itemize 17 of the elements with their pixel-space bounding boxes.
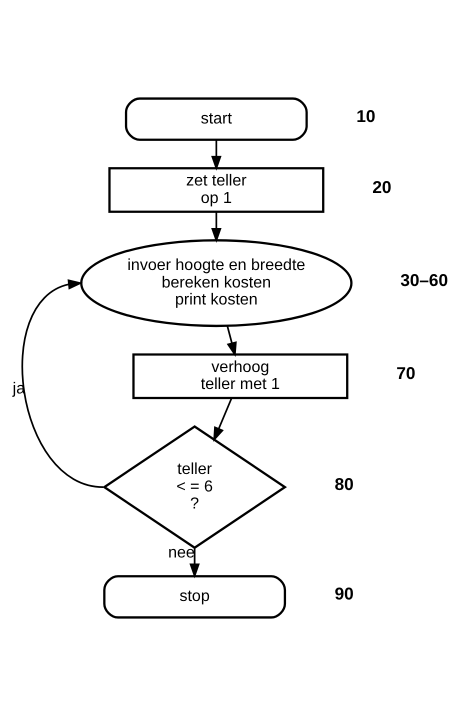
node-label: 30–60 (400, 270, 448, 290)
node-label: 70 (396, 363, 416, 384)
node-ellipse: invoer hoogte en breedte bereken kosten print kosten (80, 239, 353, 328)
arrow (211, 140, 222, 171)
node-label: 10 (356, 106, 376, 126)
node-label: 20 (372, 176, 392, 197)
arrow (189, 548, 200, 578)
node-box: start (124, 97, 308, 141)
arrow (226, 326, 237, 357)
arrow (213, 398, 232, 442)
node-box: verhoog teller met 1 (132, 353, 348, 400)
arrow (22, 279, 104, 488)
node-label: 90 (334, 584, 354, 604)
arrow (211, 212, 222, 243)
node-box: zet teller op 1 (108, 167, 324, 213)
node-box: stop (103, 575, 286, 619)
node-label: 80 (334, 474, 354, 494)
